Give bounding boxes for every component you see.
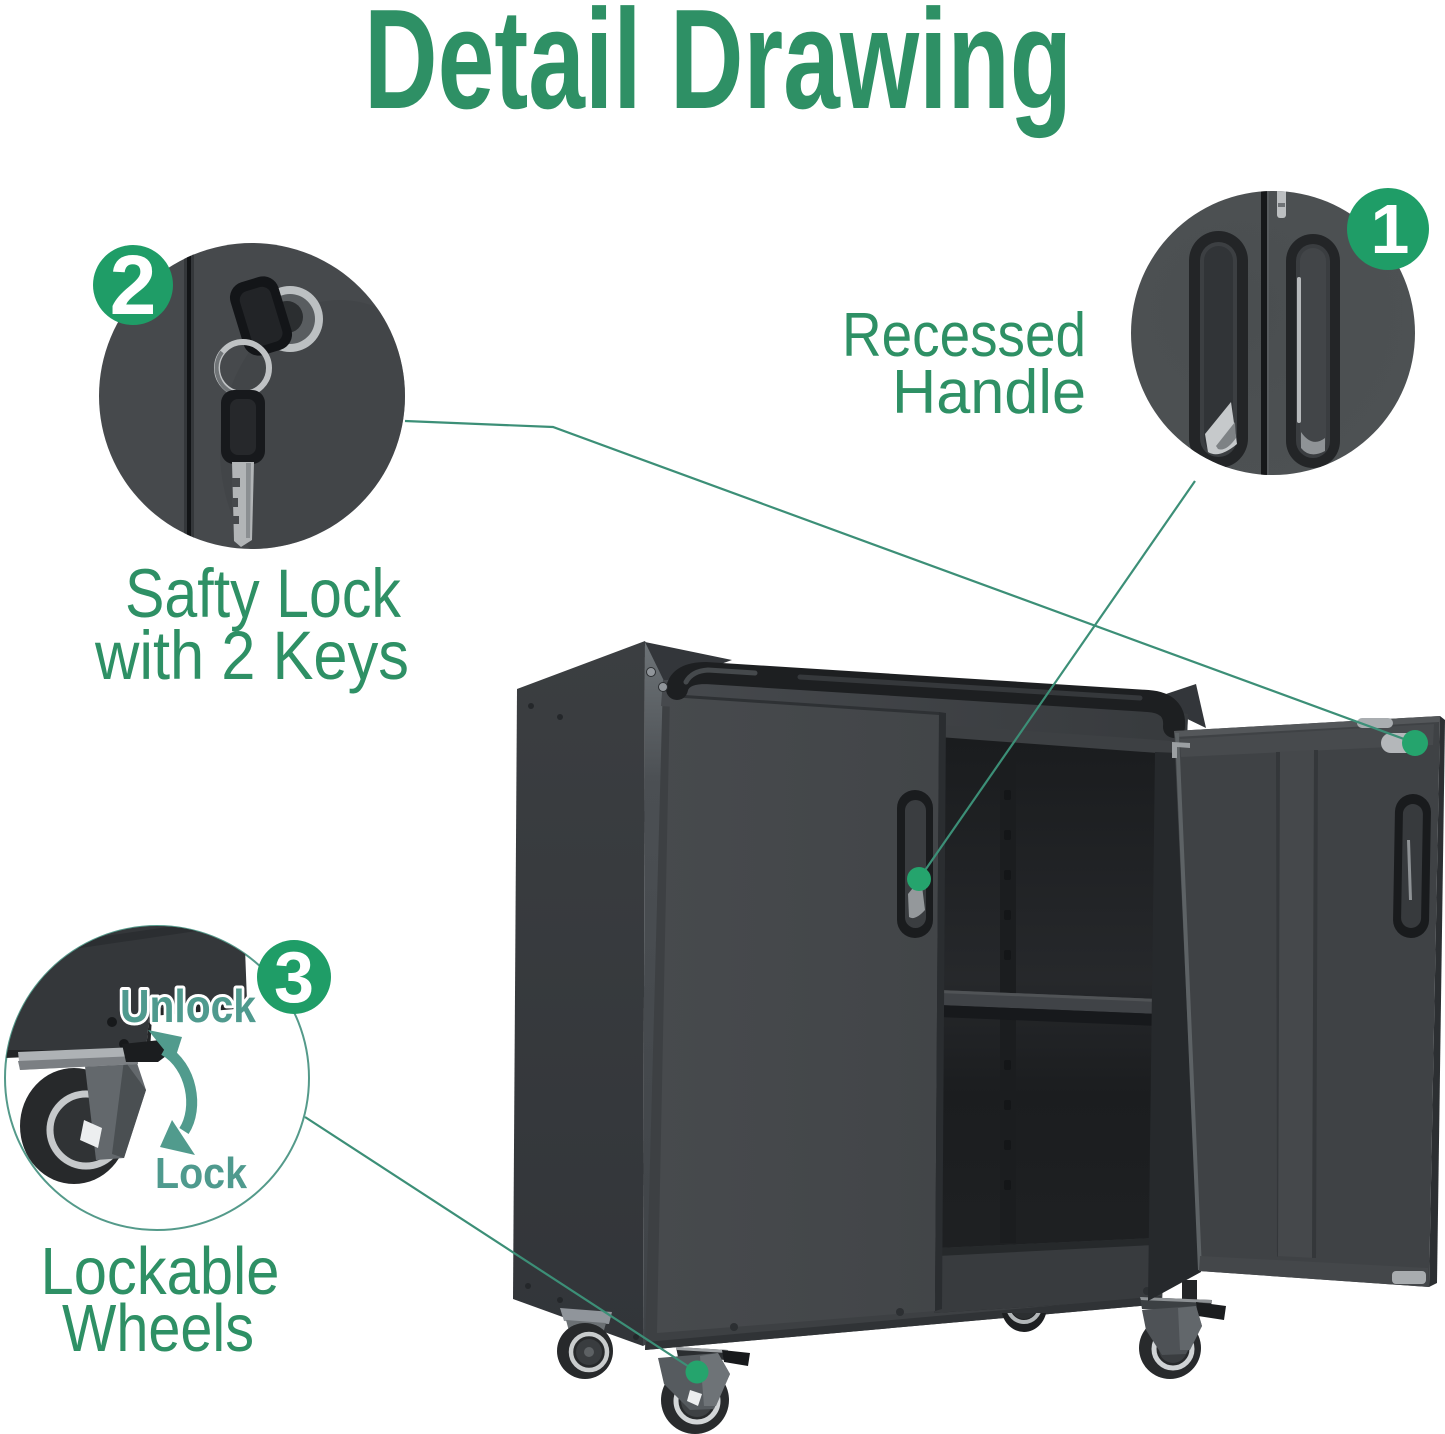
svg-text:Handle: Handle	[892, 358, 1086, 427]
svg-text:1: 1	[1371, 190, 1410, 268]
svg-text:Recessed: Recessed	[842, 301, 1086, 370]
svg-text:Wheels: Wheels	[62, 1291, 254, 1366]
svg-text:2: 2	[110, 238, 157, 332]
svg-text:3: 3	[274, 938, 314, 1018]
svg-text:Unlock: Unlock	[120, 980, 256, 1032]
svg-text:with 2 Keys: with 2 Keys	[94, 617, 409, 694]
svg-text:Lock: Lock	[155, 1149, 247, 1198]
svg-text:Safty Lock: Safty Lock	[125, 555, 401, 632]
svg-text:Detail Drawing: Detail Drawing	[364, 0, 1072, 139]
svg-text:Lockable: Lockable	[41, 1234, 280, 1309]
